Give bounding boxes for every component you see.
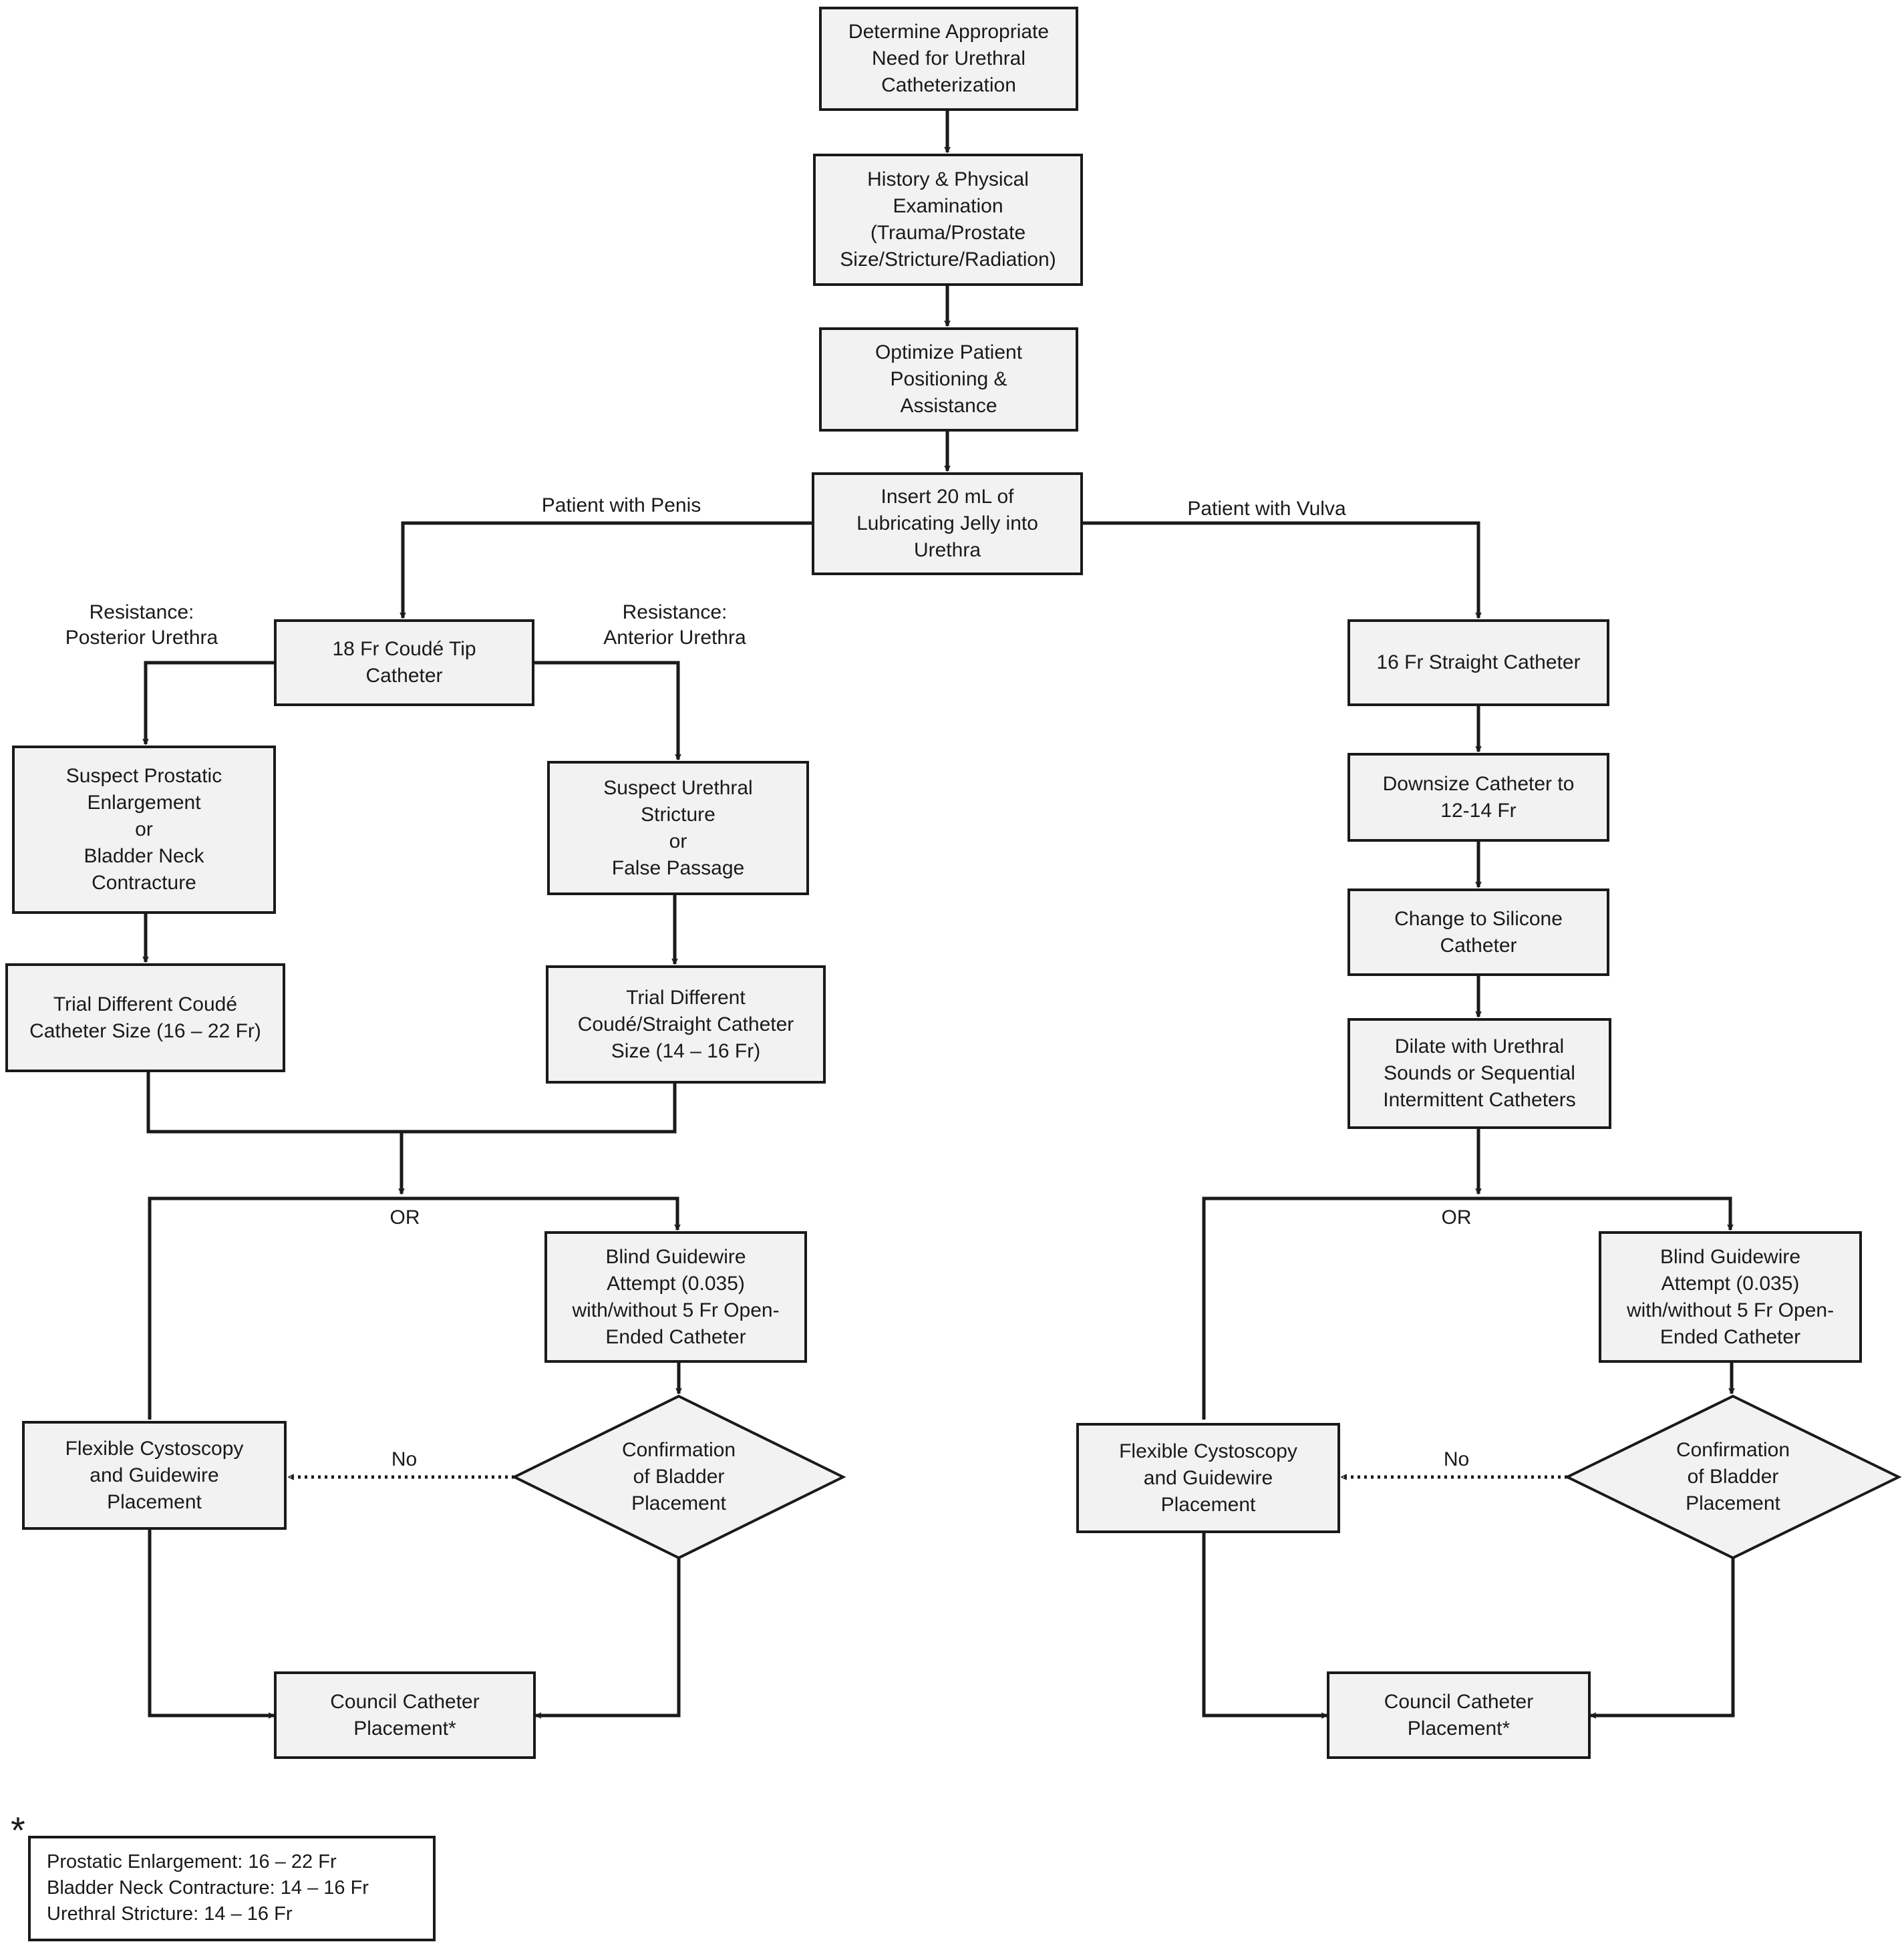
step-silicone-catheter: Change to Silicone Catheter bbox=[1347, 888, 1609, 976]
label-resistance-anterior: Resistance: Anterior Urethra bbox=[603, 601, 746, 649]
edge-coude18-prostatic bbox=[146, 661, 274, 744]
edge-coude18-stricture bbox=[534, 661, 678, 760]
step-council-catheter-right-text: Council Catheter Placement* bbox=[1384, 1690, 1534, 1740]
decision-confirm-right-text: Confirmation of Bladder Placement bbox=[1676, 1439, 1790, 1514]
edge-flex-council-right bbox=[1202, 1533, 1327, 1716]
step-flexible-cystoscopy-right: Flexible Cystoscopy and Guidewire Placem… bbox=[1076, 1423, 1340, 1533]
step-council-catheter-left-text: Council Catheter Placement* bbox=[330, 1690, 480, 1740]
label-or-right: OR bbox=[1441, 1206, 1472, 1229]
decision-diamond-right bbox=[1564, 1394, 1902, 1560]
step-insert-jelly: Insert 20 mL of Lubricating Jelly into U… bbox=[812, 472, 1083, 575]
edge-or-right-split bbox=[1202, 1196, 1730, 1420]
step-blind-guidewire-left-text: Blind Guidewire Attempt (0.035) with/wit… bbox=[572, 1245, 780, 1348]
edge-flex-council-left bbox=[148, 1530, 274, 1716]
step-trial-straight-size: Trial Different Coudé/Straight Catheter … bbox=[546, 965, 826, 1084]
step-16fr-straight: 16 Fr Straight Catheter bbox=[1347, 619, 1609, 706]
label-patient-with-penis: Patient with Penis bbox=[541, 494, 701, 516]
edge-insert-coude18 bbox=[403, 521, 812, 618]
edge-trial-coude-merge bbox=[146, 1072, 677, 1134]
legend-line-bladder-neck: Bladder Neck Contracture: 14 – 16 Fr bbox=[47, 1877, 369, 1899]
step-silicone-catheter-text: Change to Silicone Catheter bbox=[1394, 907, 1563, 957]
legend-line-stricture: Urethral Stricture: 14 – 16 Fr bbox=[47, 1903, 293, 1925]
step-downsize-catheter-text: Downsize Catheter to 12-14 Fr bbox=[1382, 772, 1575, 822]
step-downsize-catheter: Downsize Catheter to 12-14 Fr bbox=[1347, 753, 1609, 842]
step-insert-jelly-text: Insert 20 mL of Lubricating Jelly into U… bbox=[856, 486, 1038, 561]
step-blind-guidewire-right-text: Blind Guidewire Attempt (0.035) with/wit… bbox=[1626, 1245, 1835, 1348]
label-no-left: No bbox=[391, 1448, 418, 1470]
step-18fr-coude: 18 Fr Coudé Tip Catheter bbox=[274, 619, 534, 706]
legend-box: Prostatic Enlargement: 16 – 22 Fr Bladde… bbox=[28, 1836, 436, 1941]
step-council-catheter-left: Council Catheter Placement* bbox=[274, 1671, 536, 1759]
step-optimize-positioning: Optimize Patient Positioning & Assistanc… bbox=[819, 327, 1078, 432]
step-flexible-cystoscopy-left: Flexible Cystoscopy and Guidewire Placem… bbox=[22, 1421, 287, 1530]
step-blind-guidewire-right: Blind Guidewire Attempt (0.035) with/wit… bbox=[1599, 1231, 1862, 1363]
step-suspect-prostatic: Suspect Prostatic Enlargement or Bladder… bbox=[12, 746, 276, 914]
step-blind-guidewire-left: Blind Guidewire Attempt (0.035) with/wit… bbox=[544, 1231, 807, 1363]
step-dilate-urethral: Dilate with Urethral Sounds or Sequentia… bbox=[1347, 1018, 1611, 1129]
step-council-catheter-right: Council Catheter Placement* bbox=[1327, 1671, 1591, 1759]
step-optimize-positioning-text: Optimize Patient Positioning & Assistanc… bbox=[875, 341, 1023, 417]
legend-line-prostatic: Prostatic Enlargement: 16 – 22 Fr bbox=[47, 1851, 337, 1873]
step-trial-coude-size-text: Trial Different Coudé Catheter Size (16 … bbox=[29, 993, 261, 1042]
step-18fr-coude-text: 18 Fr Coudé Tip Catheter bbox=[332, 638, 476, 687]
step-flexible-cystoscopy-right-text: Flexible Cystoscopy and Guidewire Placem… bbox=[1119, 1440, 1297, 1516]
step-history-physical-text: History & Physical Examination (Trauma/P… bbox=[840, 168, 1056, 271]
step-dilate-urethral-text: Dilate with Urethral Sounds or Sequentia… bbox=[1383, 1035, 1576, 1111]
edge-insert-straight16 bbox=[1083, 521, 1478, 618]
decision-diamond-left bbox=[511, 1394, 846, 1560]
label-patient-with-vulva: Patient with Vulva bbox=[1187, 498, 1346, 520]
legend-asterisk: * bbox=[11, 1809, 25, 1851]
decision-confirm-left-text: Confirmation of Bladder Placement bbox=[621, 1439, 736, 1514]
step-suspect-prostatic-text: Suspect Prostatic Enlargement or Bladder… bbox=[65, 765, 222, 894]
step-flexible-cystoscopy-left-text: Flexible Cystoscopy and Guidewire Placem… bbox=[65, 1437, 244, 1513]
step-determine-need: Determine Appropriate Need for Urethral … bbox=[819, 7, 1078, 111]
step-suspect-stricture: Suspect Urethral Stricture or False Pass… bbox=[547, 761, 809, 895]
label-resistance-posterior: Resistance: Posterior Urethra bbox=[65, 601, 218, 649]
step-history-physical: History & Physical Examination (Trauma/P… bbox=[813, 154, 1083, 286]
step-suspect-stricture-text: Suspect Urethral Stricture or False Pass… bbox=[603, 776, 753, 879]
label-no-right: No bbox=[1443, 1448, 1470, 1470]
edge-confirm-council-right bbox=[1591, 1558, 1735, 1716]
edge-confirm-council-left bbox=[536, 1558, 681, 1716]
step-determine-need-text: Determine Appropriate Need for Urethral … bbox=[848, 21, 1050, 96]
step-trial-coude-size: Trial Different Coudé Catheter Size (16 … bbox=[5, 963, 285, 1072]
step-trial-straight-size-text: Trial Different Coudé/Straight Catheter … bbox=[577, 986, 794, 1062]
edge-or-left-split bbox=[148, 1196, 677, 1420]
step-16fr-straight-text: 16 Fr Straight Catheter bbox=[1376, 651, 1581, 673]
label-or-left: OR bbox=[389, 1206, 420, 1229]
